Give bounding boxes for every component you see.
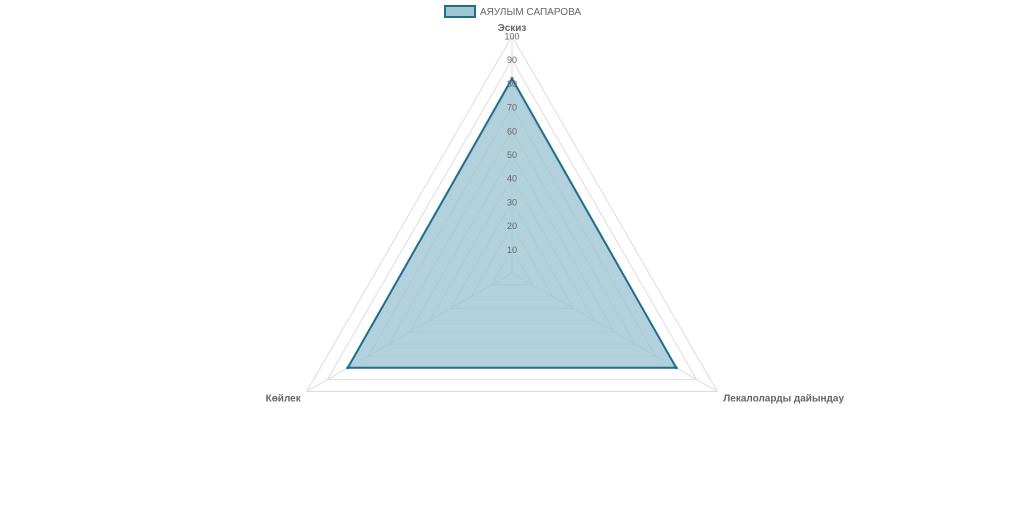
axis-label: Эскиз (498, 23, 527, 34)
radial-tick-labels: 10 20 30 40 50 60 70 80 90 100 (504, 32, 519, 255)
tick-label: 20 (507, 221, 517, 231)
tick-label: 90 (507, 55, 517, 65)
data-point[interactable] (674, 366, 678, 370)
data-point[interactable] (510, 77, 514, 81)
tick-label: 40 (507, 174, 517, 184)
tick-label: 50 (507, 150, 517, 160)
radar-series (346, 76, 678, 370)
tick-label: 70 (507, 103, 517, 113)
legend-label[interactable]: АЯУЛЫМ САПАРОВА (480, 7, 581, 18)
data-point[interactable] (346, 366, 350, 370)
tick-label: 100 (504, 32, 519, 42)
axis-label: Лекалоларды дайындау (723, 394, 844, 405)
tick-label: 10 (507, 245, 517, 255)
legend[interactable]: АЯУЛЫМ САПАРОВА (444, 5, 581, 18)
tick-label: 30 (507, 197, 517, 207)
grid-ring (326, 58, 698, 381)
axis-label: Көйлек (266, 394, 302, 405)
legend-swatch[interactable] (444, 5, 476, 18)
tick-label: 60 (507, 126, 517, 136)
grid-ring (305, 35, 719, 392)
tick-label: 80 (507, 79, 517, 89)
series-polygon[interactable] (346, 76, 678, 369)
